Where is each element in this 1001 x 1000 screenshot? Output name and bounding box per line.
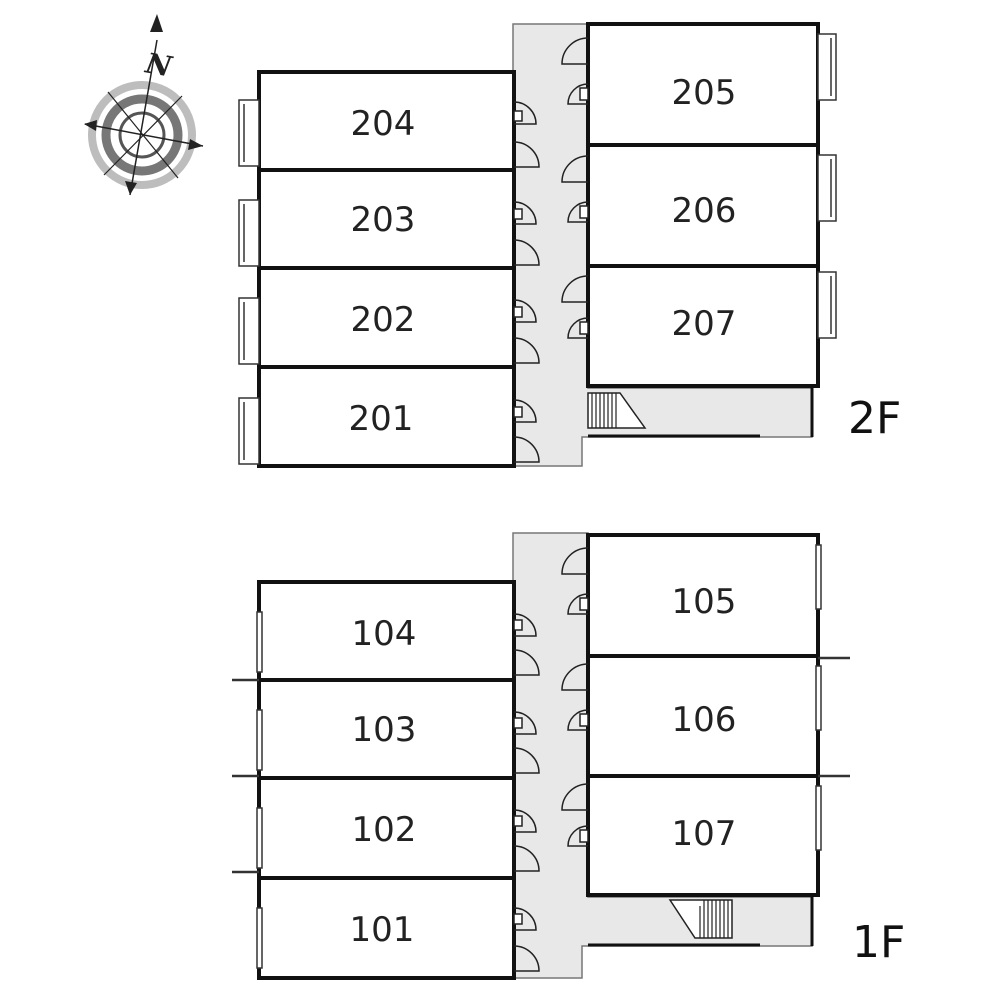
balconies-2f-east — [817, 33, 837, 339]
room-label-107: 107 — [672, 814, 737, 854]
north-label: N — [142, 46, 175, 83]
staircase-1f — [588, 897, 814, 947]
staircase-2f — [587, 388, 814, 438]
windows-1f-east — [815, 544, 850, 851]
floor-1f: 1F 104 103 102 101 105 106 107 — [232, 532, 905, 980]
doors-2f-west — [513, 101, 540, 463]
room-label-205: 205 — [672, 73, 737, 113]
doors-2f-east — [561, 37, 589, 339]
room-label-207: 207 — [672, 304, 737, 344]
room-label-106: 106 — [672, 700, 737, 740]
doors-1f-east — [561, 547, 589, 847]
floor-label-2f: 2F — [848, 393, 901, 444]
doors-1f-west — [513, 613, 540, 972]
windows-1f-west — [232, 611, 263, 969]
room-107 — [586, 774, 820, 897]
compass-icon: N — [84, 14, 204, 196]
room-label-103: 103 — [352, 710, 417, 750]
balconies-2f-west — [238, 99, 260, 465]
room-label-105: 105 — [672, 582, 737, 622]
room-label-104: 104 — [352, 614, 417, 654]
room-label-202: 202 — [351, 300, 416, 340]
room-207 — [586, 264, 820, 388]
room-204 — [257, 70, 516, 172]
room-label-101: 101 — [350, 910, 415, 950]
floor-2f: 2F 204 203 202 201 205 206 207 — [238, 22, 901, 468]
room-label-204: 204 — [351, 104, 416, 144]
room-label-201: 201 — [349, 399, 414, 439]
floor-label-1f: 1F — [852, 917, 905, 968]
room-101 — [257, 876, 516, 980]
room-label-102: 102 — [352, 810, 417, 850]
room-label-206: 206 — [672, 191, 737, 231]
room-label-203: 203 — [351, 200, 416, 240]
